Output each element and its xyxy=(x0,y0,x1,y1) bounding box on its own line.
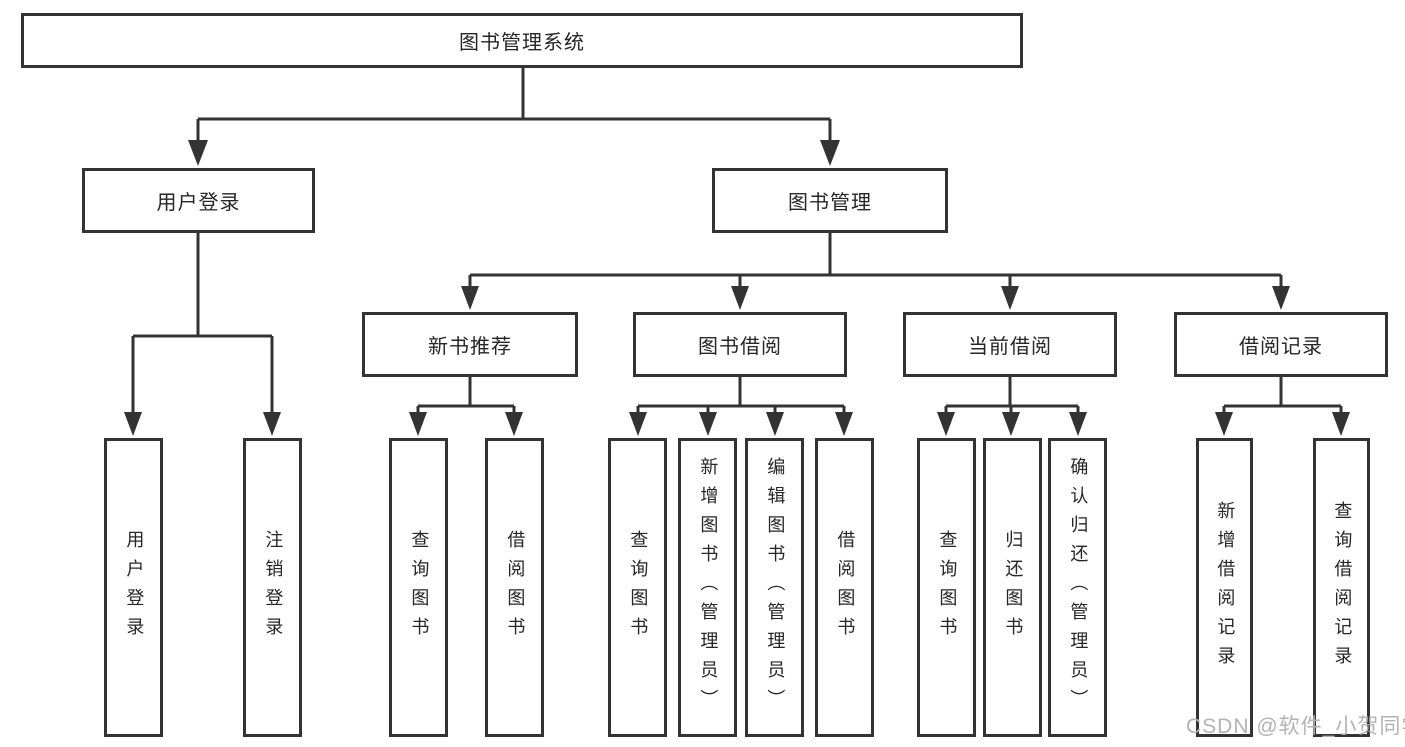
node-borrowing-records: 借阅记录 xyxy=(1174,312,1388,377)
arrow-down-icon xyxy=(263,412,281,436)
node-cb-return-books: 归还图书 xyxy=(983,438,1042,737)
arrow-down-icon xyxy=(409,412,427,436)
arrow-down-icon xyxy=(124,412,142,436)
node-cb-confirm-return-admin: 确认归还（管理员） xyxy=(1048,438,1107,737)
arrow-down-icon xyxy=(1069,412,1087,436)
node-br-add-record: 新增借阅记录 xyxy=(1196,438,1253,737)
node-user-login-leaf: 用户登录 xyxy=(104,438,163,737)
node-book-management: 图书管理 xyxy=(712,168,948,233)
watermark-text: CSDN @软件_小贺同学 xyxy=(1186,715,1405,738)
arrow-down-icon xyxy=(1002,412,1020,436)
arrow-down-icon xyxy=(1332,412,1350,436)
node-bb-add-books-admin: 新增图书（管理员） xyxy=(678,438,737,737)
node-bb-edit-books-admin: 编辑图书（管理员） xyxy=(745,438,804,737)
arrow-down-icon xyxy=(461,286,479,310)
arrow-down-icon xyxy=(188,140,208,166)
node-br-query-record: 查询借阅记录 xyxy=(1313,438,1370,737)
node-new-book-recommendation: 新书推荐 xyxy=(362,312,578,377)
arrow-down-icon xyxy=(766,412,784,436)
arrow-down-icon xyxy=(629,412,647,436)
node-nbr-query-books: 查询图书 xyxy=(389,438,448,737)
arrow-down-icon xyxy=(937,412,955,436)
arrow-down-icon xyxy=(1272,286,1290,310)
node-current-borrowing: 当前借阅 xyxy=(903,312,1117,377)
node-cb-query-books: 查询图书 xyxy=(917,438,976,737)
arrow-down-icon xyxy=(835,412,853,436)
node-book-borrowing: 图书借阅 xyxy=(633,312,847,377)
node-user-login: 用户登录 xyxy=(82,168,315,233)
arrow-down-icon xyxy=(699,412,717,436)
arrow-down-icon xyxy=(1001,286,1019,310)
node-nbr-borrow-books: 借阅图书 xyxy=(485,438,544,737)
arrow-down-icon xyxy=(505,412,523,436)
node-library-system: 图书管理系统 xyxy=(21,13,1023,68)
arrow-down-icon xyxy=(1215,412,1233,436)
arrow-down-icon xyxy=(731,286,749,310)
node-logout: 注销登录 xyxy=(243,438,302,737)
arrow-down-icon xyxy=(820,140,840,166)
arrowheads xyxy=(124,140,1350,436)
node-bb-query-books: 查询图书 xyxy=(608,438,667,737)
node-bb-borrow-books: 借阅图书 xyxy=(815,438,874,737)
